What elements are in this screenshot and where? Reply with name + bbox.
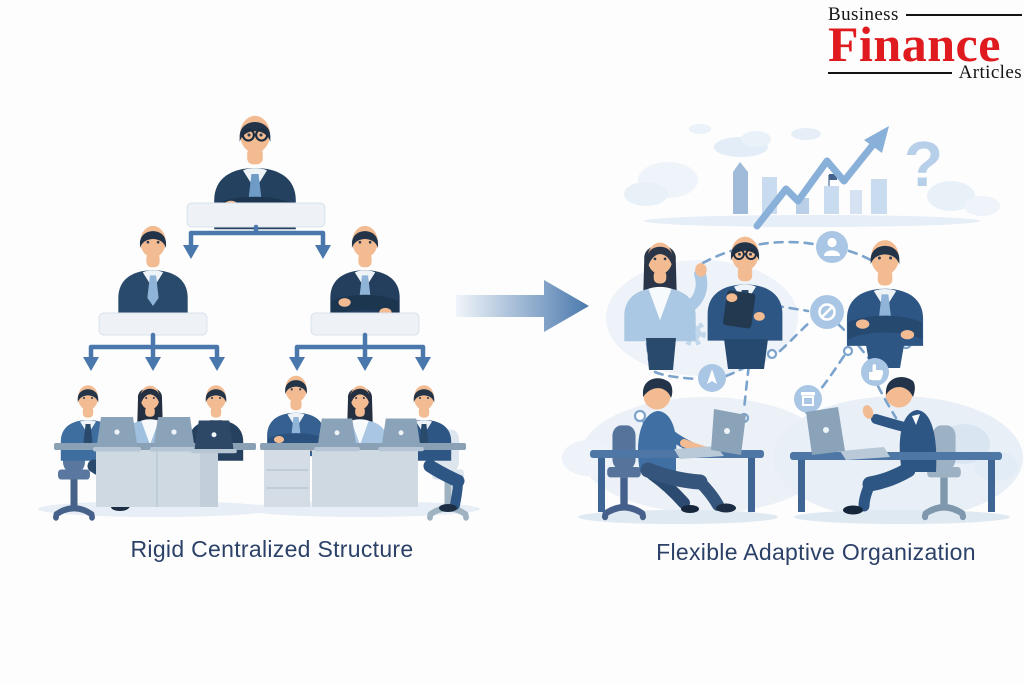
floor-shadow [794,510,1010,524]
org-connectors-level1 [183,224,331,259]
glasses-icon [733,248,757,261]
logo-articles: Articles [958,62,1022,83]
user-icon [816,231,848,263]
suited-worker-desk-scene [790,376,1010,524]
cloud-icon [624,124,1000,216]
desk-panel [312,450,418,507]
logo-business: Business [828,4,899,25]
org-connectors-team-left [83,332,225,371]
raised-arm [871,414,913,433]
team-right [244,376,480,521]
hair [886,376,915,397]
manager-right-figure [330,226,399,322]
desk-pedestal [264,450,310,507]
logo-rule-bottom [828,71,952,75]
crossed-arms-man-figure [847,240,923,368]
org-chart [38,116,480,521]
casual-worker-desk-scene [578,378,778,524]
worker-legs [423,459,465,512]
glasses-icon [241,128,269,142]
logo-rule-top [905,13,1022,17]
right-caption: Flexible Adaptive Organization [656,539,976,565]
left-caption: Rigid Centralized Structure [130,536,414,562]
desk-leg [988,460,995,512]
presenter-woman-figure [624,242,708,370]
brand-logo: Business Finance Articles [828,4,1022,84]
floor-shadow [578,510,778,524]
legs [843,462,916,515]
comparison-arrow [456,280,589,332]
growth-arrow-icon [753,126,889,230]
trousers [724,339,768,369]
team-left [38,385,274,521]
prohibition-icon [810,295,844,329]
laptop [674,409,746,459]
thumbs-up-icon [861,358,889,386]
flag-icon [829,174,837,180]
tablet-man-figure [707,236,783,369]
desk-top [260,443,466,450]
question-mark: ? [904,128,943,200]
desk-panel-shade [200,450,218,507]
ceo-desk-bar [186,202,326,228]
archive-icon [794,385,822,413]
manager-right-desk-bar [310,312,420,336]
launch-icon [698,364,726,392]
logo-finance: Finance [828,16,1001,72]
laptop [806,407,890,460]
shirt [912,414,920,425]
desk-leg [598,458,605,512]
legs [640,462,736,513]
org-connectors-team-right [289,332,431,371]
desk-leg [798,460,805,512]
desk-leg [748,458,755,512]
ceo-figure [214,116,296,229]
hair [642,378,673,398]
growth-chart-backdrop: ? [624,124,1000,230]
hand [862,405,874,419]
skirt [646,338,676,370]
manager-left-figure [118,225,188,323]
manager-left-desk-bar [98,312,208,336]
tablet [722,290,765,329]
